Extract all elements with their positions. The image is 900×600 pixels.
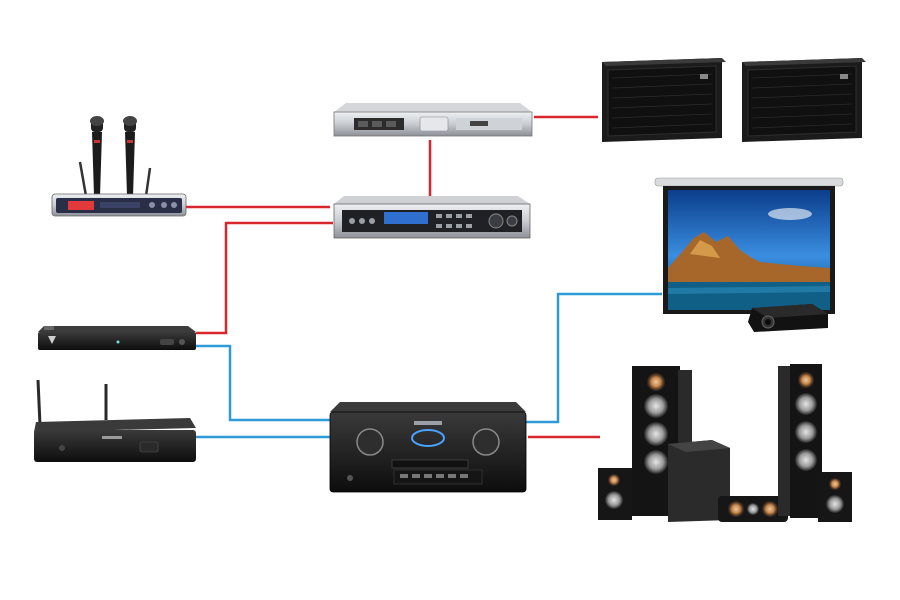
karaoke-speaker-right: [742, 58, 866, 142]
video-line-player-to-receiver: [196, 344, 330, 422]
microphone-left: [90, 116, 104, 196]
karaoke-speaker-left: [602, 58, 726, 142]
av-receiver: [329, 402, 527, 493]
projection-screen: [654, 177, 844, 314]
video-line-receiver-to-screen: [526, 292, 662, 424]
microphone-right: [123, 116, 137, 196]
satellite-speaker-left: [598, 468, 632, 520]
network-player: [34, 379, 196, 462]
connection-lines: [186, 115, 662, 439]
tower-speaker-right: [778, 364, 822, 518]
surround-speaker-set: [598, 364, 852, 522]
audio-line-player-to-processor: [196, 221, 333, 335]
wireless-mic-receiver: [51, 116, 187, 217]
projector: [748, 304, 828, 332]
audio-processor: [333, 196, 531, 239]
power-amplifier: [333, 103, 533, 137]
center-speaker: [718, 496, 788, 522]
satellite-speaker-right: [818, 472, 852, 522]
subwoofer: [668, 440, 730, 522]
media-player: [38, 326, 196, 350]
